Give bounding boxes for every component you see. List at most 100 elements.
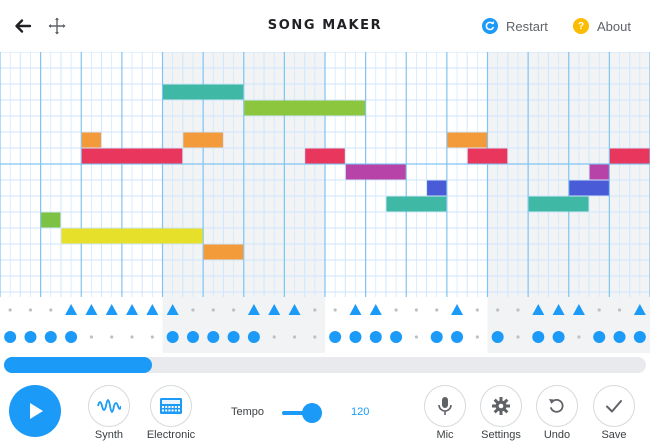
- percussion-empty-dot: [211, 308, 215, 312]
- note-block: [386, 196, 447, 212]
- measure-shade: [487, 297, 650, 353]
- note-block: [81, 132, 102, 148]
- percussion-grid[interactable]: [0, 297, 650, 353]
- restart-icon: [482, 18, 498, 34]
- percussion-empty-dot: [313, 308, 317, 312]
- percussion-dot: [24, 331, 37, 343]
- percussion-empty-dot: [49, 308, 53, 312]
- percussion-button[interactable]: [150, 385, 192, 427]
- note-block: [427, 180, 447, 196]
- restart-button[interactable]: Restart: [482, 15, 548, 37]
- undo-icon: [549, 398, 564, 413]
- percussion-dot: [44, 331, 57, 343]
- undo-button[interactable]: [536, 385, 578, 427]
- about-button[interactable]: ? About: [573, 15, 631, 37]
- percussion-triangle: [532, 304, 545, 315]
- percussion-empty-dot: [475, 335, 479, 339]
- percussion-empty-dot: [333, 308, 337, 312]
- percussion-triangle: [552, 304, 565, 315]
- percussion-empty-dot: [191, 308, 195, 312]
- percussion-dot: [430, 331, 443, 343]
- settings-label: Settings: [481, 429, 521, 441]
- percussion-triangle: [268, 304, 281, 315]
- melody-grid[interactable]: [0, 52, 650, 297]
- percussion-empty-dot: [292, 335, 297, 339]
- back-button[interactable]: [10, 13, 36, 39]
- percussion-dot: [166, 331, 179, 343]
- note-block: [244, 100, 366, 116]
- percussion-dot: [207, 331, 220, 343]
- play-icon: [30, 403, 43, 419]
- percussion-empty-dot: [435, 308, 439, 312]
- percussion-empty-dot: [8, 308, 12, 312]
- percussion-dot: [65, 331, 78, 343]
- save-button[interactable]: [593, 385, 635, 427]
- percussion-dot: [186, 331, 199, 343]
- percussion-empty-dot: [89, 335, 94, 339]
- percussion-triangle: [572, 304, 585, 315]
- percussion-empty-dot: [414, 335, 419, 339]
- play-button[interactable]: [9, 385, 61, 437]
- about-icon-glyph: ?: [577, 20, 585, 32]
- percussion-triangle: [349, 304, 362, 315]
- percussion-dot: [491, 331, 504, 343]
- scrollbar-thumb[interactable]: [4, 357, 152, 373]
- save-label: Save: [601, 429, 627, 441]
- percussion-dot: [593, 331, 606, 343]
- percussion-triangle: [146, 304, 159, 315]
- note-block: [447, 132, 487, 148]
- checkmark-icon: [606, 400, 622, 413]
- percussion-empty-dot: [475, 308, 479, 312]
- percussion-triangle: [166, 304, 179, 315]
- note-block: [61, 228, 203, 244]
- percussion-dot: [227, 331, 240, 343]
- percussion-dot: [532, 331, 545, 343]
- gear-icon: [492, 397, 510, 415]
- percussion-triangle: [105, 304, 118, 315]
- note-block: [203, 244, 244, 260]
- percussion-triangle: [126, 304, 139, 315]
- note-block: [41, 212, 61, 228]
- back-arrow-icon: [15, 19, 32, 33]
- percussion-grid-container: [0, 297, 650, 353]
- about-icon: ?: [573, 18, 589, 34]
- note-block: [163, 84, 244, 100]
- song-scrollbar[interactable]: [4, 357, 646, 373]
- percussion-dot: [247, 331, 260, 343]
- percussion-triangle: [85, 304, 98, 315]
- percussion-dot: [451, 331, 464, 343]
- percussion-empty-dot: [130, 335, 134, 339]
- percussion-dot: [613, 331, 626, 343]
- note-block: [81, 148, 183, 164]
- percussion-empty-dot: [313, 335, 317, 339]
- about-label: About: [597, 18, 631, 34]
- percussion-empty-dot: [516, 335, 520, 339]
- percussion-empty-dot: [150, 335, 154, 339]
- percussion-triangle: [247, 304, 260, 315]
- move-button[interactable]: [44, 13, 70, 39]
- percussion-empty-dot: [272, 335, 276, 339]
- percussion-dot: [390, 331, 403, 343]
- note-block: [305, 148, 345, 164]
- mic-icon: [438, 397, 452, 415]
- mic-button[interactable]: [424, 385, 466, 427]
- settings-button[interactable]: [480, 385, 522, 427]
- percussion-triangle: [369, 304, 382, 315]
- instrument-button[interactable]: [88, 385, 130, 427]
- tempo-slider[interactable]: [282, 403, 322, 423]
- percussion-empty-dot: [617, 308, 622, 312]
- percussion-empty-dot: [516, 308, 520, 312]
- percussion-empty-dot: [414, 308, 419, 312]
- bottom-toolbar: Synth Electronic Tempo 120 Mic: [0, 378, 650, 446]
- page-title: SONG MAKER: [267, 18, 383, 33]
- percussion-empty-dot: [577, 335, 581, 339]
- percussion-triangle: [288, 304, 301, 315]
- percussion-empty-dot: [28, 308, 33, 312]
- tempo-slider-thumb[interactable]: [302, 403, 322, 423]
- note-block: [569, 180, 609, 196]
- mic-label: Mic: [436, 429, 454, 441]
- undo-label: Undo: [543, 429, 571, 441]
- restart-label: Restart: [506, 18, 548, 34]
- percussion-empty-dot: [394, 308, 398, 312]
- percussion-dot: [633, 331, 646, 343]
